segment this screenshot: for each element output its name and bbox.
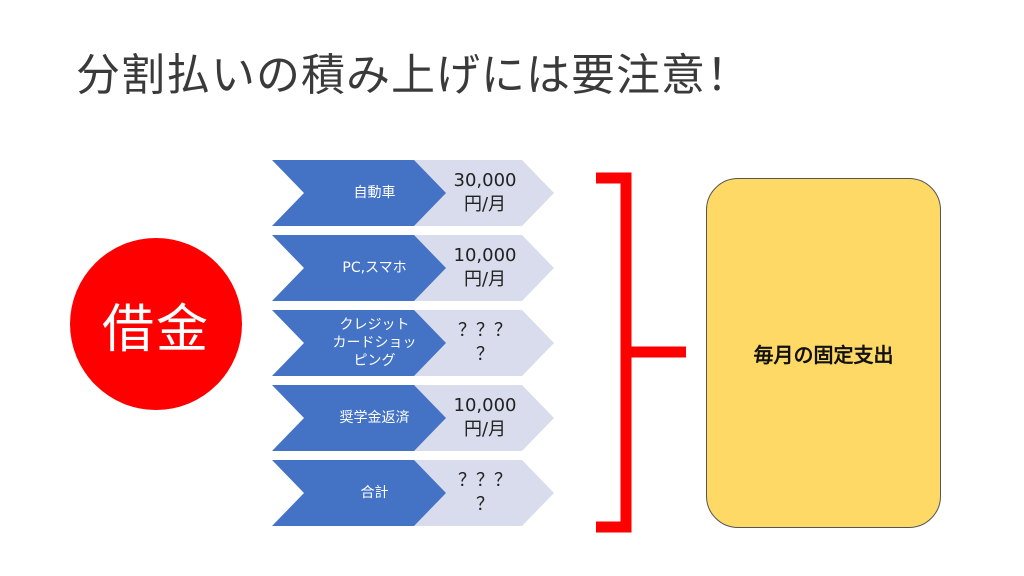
- fixed-expense-box: 毎月の固定支出: [706, 178, 941, 528]
- expense-row: PC,スマホ 10,000 円/月: [272, 235, 557, 301]
- value-chevron: [412, 310, 554, 376]
- label-chevron: [272, 460, 446, 526]
- expense-label: 奨学金返済: [339, 410, 410, 426]
- value-chevron: [412, 160, 554, 226]
- expense-row: 奨学金返済 10,000 円/月: [272, 385, 557, 451]
- label-chevron: [272, 160, 446, 226]
- expense-value: 10,000 円/月: [453, 395, 517, 440]
- expense-row-shapes: [272, 160, 554, 226]
- debt-circle-label: 借金: [101, 299, 210, 360]
- expense-row-shapes: [272, 460, 554, 526]
- expense-label: クレジット カードショッ ピング: [332, 317, 417, 369]
- expense-row: 自動車 30,000 円/月: [272, 160, 557, 226]
- value-chevron: [412, 235, 554, 301]
- expense-row: 合計 ？？？ ？: [272, 460, 557, 526]
- expense-value: 10,000 円/月: [453, 245, 517, 290]
- fixed-expense-label: 毎月の固定支出: [753, 342, 894, 367]
- label-chevron: [272, 235, 446, 301]
- expense-label: 自動車: [353, 185, 396, 201]
- label-chevron: [272, 385, 446, 451]
- value-chevron: [412, 460, 554, 526]
- grouping-brace: [596, 172, 686, 533]
- expense-value: ？？？ ？: [458, 470, 512, 515]
- expense-row: クレジット カードショッ ピング ？？？ ？: [272, 310, 557, 376]
- slide-title: 分割払いの積み上げには要注意！: [76, 50, 751, 101]
- expense-value: 30,000 円/月: [453, 170, 517, 215]
- expense-row-shapes: [272, 310, 554, 376]
- value-chevron: [412, 385, 554, 451]
- expense-label: 合計: [360, 485, 389, 501]
- expense-row-shapes: [272, 385, 554, 451]
- label-chevron: [272, 310, 446, 376]
- debt-circle: 借金: [70, 238, 242, 410]
- expense-label: PC,スマホ: [342, 260, 407, 276]
- expense-value: ？？？ ？: [458, 320, 512, 365]
- expense-row-shapes: [272, 235, 554, 301]
